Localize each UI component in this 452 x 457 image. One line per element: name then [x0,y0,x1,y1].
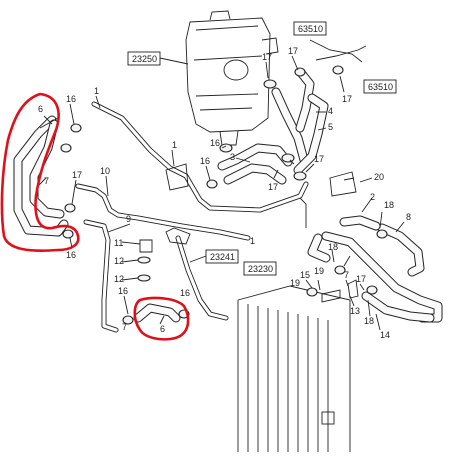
label-16-e: 16 [200,156,210,166]
label-7-bottom: 7 [122,322,127,332]
highlight-outline-left-hose [0,92,80,252]
hoses-center-right [217,69,443,323]
label-12-b: 12 [114,274,124,284]
label-12-a: 12 [114,256,124,266]
label-16-f: 16 [210,138,220,148]
label-6-left: 6 [38,104,43,114]
label-4: 4 [328,106,333,116]
label-16-d: 16 [180,288,190,298]
label-19-a: 19 [314,266,324,276]
hose-6-bottom [133,303,181,323]
label-16-c: 16 [118,286,128,296]
label-17-right: 17 [356,274,366,284]
label-18-b: 18 [328,242,338,252]
hose-6-left [13,115,69,237]
metal-pipes [75,101,309,333]
label-18-c: 18 [364,316,374,326]
label-8: 8 [406,212,411,222]
label-5: 5 [328,122,333,132]
part-labels: 6 7 16 17 16 1 10 9 11 12 12 16 7 6 16 1… [38,46,411,340]
label-1-a: 1 [94,86,99,96]
label-16-a: 16 [66,94,76,104]
label-7-right: 7 [344,270,349,280]
label-19-b: 19 [290,278,300,288]
expansion-tank [185,10,279,146]
label-11: 11 [114,238,123,248]
radiator [237,285,351,452]
label-17-f: 17 [314,154,324,164]
label-3: 3 [230,152,235,162]
label-1-b: 1 [172,140,177,150]
ref-box-23230: 23230 [248,264,273,274]
small-parts [137,39,367,303]
label-7-left: 7 [44,176,49,186]
label-2: 2 [370,192,375,202]
label-17-e: 17 [342,94,352,104]
label-1-c: 1 [250,236,255,246]
highlight-outlines [0,92,190,341]
label-14: 14 [380,330,390,340]
label-17-b: 17 [268,182,278,192]
label-17-d: 17 [288,46,298,56]
hose-clamps [60,65,388,325]
label-17-c: 17 [262,52,272,62]
label-20: 20 [374,172,384,182]
label-10: 10 [100,166,110,176]
leader-lines [37,55,405,331]
label-6-bottom: 6 [160,324,165,334]
label-18-a: 18 [384,200,394,210]
label-13: 13 [350,306,360,316]
label-9: 9 [126,214,131,224]
label-15: 15 [300,270,310,280]
ref-box-63510-right: 63510 [368,82,393,92]
ref-box-23241: 23241 [210,252,235,262]
highlight-outline-bottom-hose [133,296,190,341]
ref-box-63510-top: 63510 [298,24,323,34]
label-17-a: 17 [72,170,82,180]
ref-box-23250: 23250 [132,54,157,64]
reference-boxes: 63510 63510 23250 23241 23230 [127,21,397,276]
label-16-b: 16 [66,250,76,260]
